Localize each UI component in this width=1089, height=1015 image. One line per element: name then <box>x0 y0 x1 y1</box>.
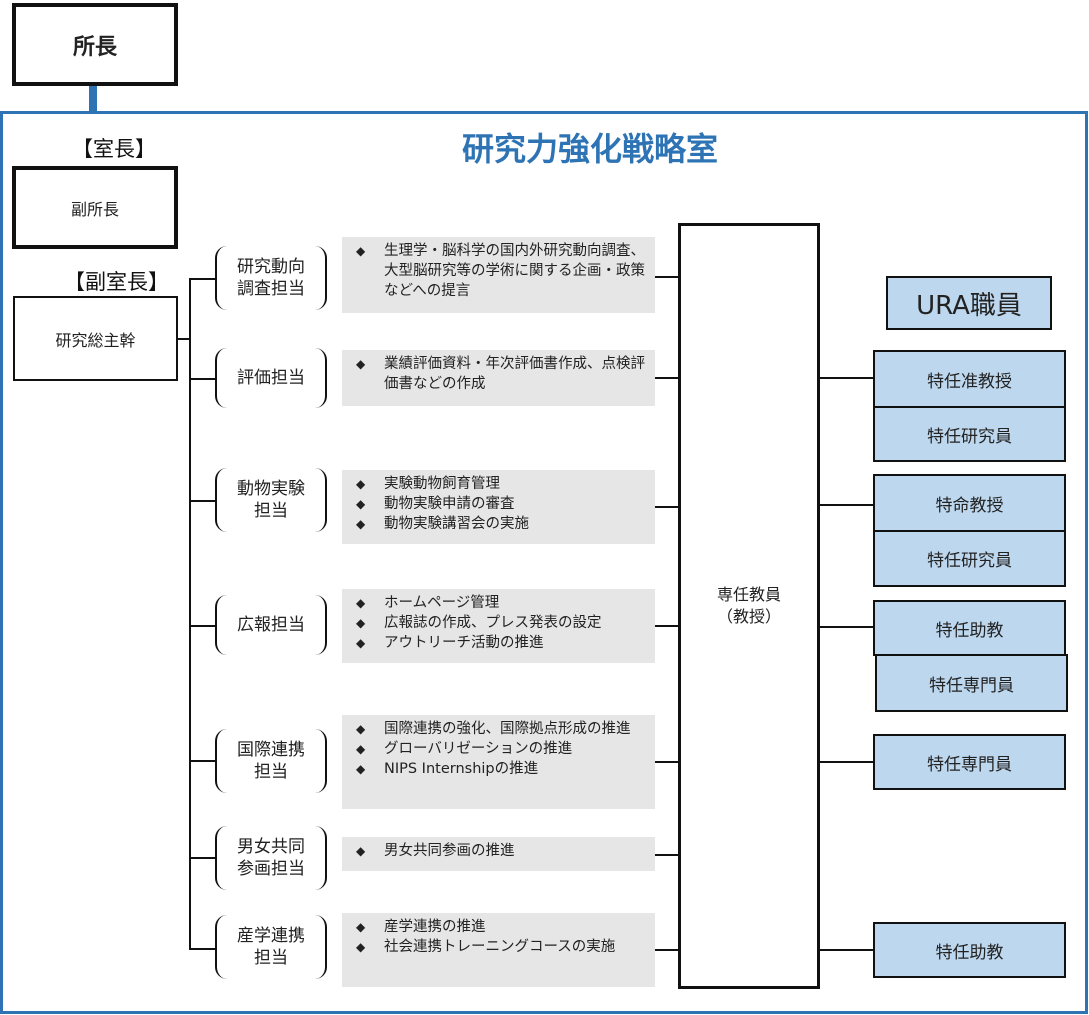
duty-desc-item: ◆実験動物飼育管理 <box>356 476 500 492</box>
staff-box: 特任准教授 <box>873 350 1066 408</box>
staff-connector <box>820 377 874 379</box>
duty-desc-industry: ◆産学連携の推進 ◆社会連携トレーニングコースの実施 <box>342 913 655 987</box>
staff-connector <box>820 949 874 951</box>
diamond-bullet-icon: ◆ <box>356 742 366 756</box>
duty-label-evaluation: 評価担当 <box>215 348 327 408</box>
duty-desc-item: ◆グローバリゼーションの推進 <box>356 741 573 757</box>
staff-box: 特任助教 <box>873 600 1066 656</box>
diamond-bullet-icon: ◆ <box>356 920 366 934</box>
diamond-bullet-icon: ◆ <box>356 497 366 511</box>
duty-desc-item: ◆アウトリーチ活動の推進 <box>356 635 544 651</box>
branch-line <box>189 760 216 762</box>
desc-connector <box>655 506 679 508</box>
staff-box: 特任研究員 <box>873 406 1066 462</box>
duty-desc-evaluation: ◆業績評価資料・年次評価書作成、点検評価書などの作成 <box>342 350 655 406</box>
ura-title-box: URA職員 <box>886 276 1052 330</box>
duty-desc-animal-experiments: ◆実験動物飼育管理 ◆動物実験申請の審査 ◆動物実験講習会の実施 <box>342 470 655 544</box>
deputy-box: 研究総主幹 <box>13 296 178 381</box>
ura-title: URA職員 <box>916 290 1022 321</box>
desc-connector <box>655 276 679 278</box>
duty-desc-item: ◆産学連携の推進 <box>356 919 486 935</box>
duty-desc-item: ◆ホームページ管理 <box>356 595 500 611</box>
deputy-bracket-label: 【副室長】 <box>64 270 169 294</box>
duty-desc-item: ◆社会連携トレーニングコースの実施 <box>356 939 616 955</box>
duty-desc-item: ◆男女共同参画の推進 <box>356 843 515 859</box>
head-box-label: 副所長 <box>70 199 119 219</box>
duty-label-international: 国際連携 担当 <box>215 729 327 793</box>
branch-spine <box>189 278 191 949</box>
duty-desc-item: ◆生理学・脳科学の国内外研究動向調査、 大型脳研究等の学術に関する企画・政策など… <box>356 243 645 299</box>
diamond-bullet-icon: ◆ <box>356 596 366 610</box>
branch-line <box>189 500 216 502</box>
branch-line <box>189 857 216 859</box>
duty-desc-international: ◆国際連携の強化、国際拠点形成の推進 ◆グローバリゼーションの推進 ◆NIPS … <box>342 715 655 809</box>
duty-label-research-trends: 研究動向 調査担当 <box>215 246 327 310</box>
staff-box: 特任研究員 <box>873 530 1066 587</box>
duty-desc-public-relations: ◆ホームページ管理 ◆広報誌の作成、プレス発表の設定 ◆アウトリーチ活動の推進 <box>342 589 655 663</box>
duty-desc-item: ◆業績評価資料・年次評価書作成、点検評価書などの作成 <box>356 356 645 392</box>
duty-desc-research-trends: ◆生理学・脳科学の国内外研究動向調査、 大型脳研究等の学術に関する企画・政策など… <box>342 237 655 313</box>
duty-label-industry: 産学連携 担当 <box>215 915 327 979</box>
faculty-box: 専任教員 （教授） <box>678 223 820 989</box>
head-bracket-label: 【室長】 <box>72 137 156 161</box>
staff-connector <box>820 761 874 763</box>
branch-trunk <box>178 338 190 340</box>
staff-box: 特任専門員 <box>875 654 1068 712</box>
duty-label-public-relations: 広報担当 <box>215 595 327 655</box>
diamond-bullet-icon: ◆ <box>356 357 366 371</box>
duty-label-gender-equality: 男女共同 参画担当 <box>215 826 327 890</box>
office-title: 研究力強化戦略室 <box>461 130 718 168</box>
diamond-bullet-icon: ◆ <box>356 844 366 858</box>
staff-box: 特命教授 <box>873 474 1066 532</box>
duty-desc-item: ◆国際連携の強化、国際拠点形成の推進 <box>356 721 631 737</box>
deputy-box-label: 研究総主幹 <box>55 330 136 350</box>
diamond-bullet-icon: ◆ <box>356 244 366 258</box>
diamond-bullet-icon: ◆ <box>356 762 366 776</box>
staff-connector <box>820 626 874 628</box>
head-box: 副所長 <box>12 166 178 249</box>
desc-connector <box>655 854 679 856</box>
office-frame <box>0 111 1088 1014</box>
duty-desc-gender-equality: ◆男女共同参画の推進 <box>342 837 655 871</box>
duty-desc-item: ◆動物実験申請の審査 <box>356 496 515 512</box>
desc-connector <box>655 377 679 379</box>
duty-label-animal-experiments: 動物実験 担当 <box>215 468 327 532</box>
branch-line <box>189 948 216 950</box>
staff-box: 特任助教 <box>873 922 1066 978</box>
desc-connector <box>655 625 679 627</box>
duty-desc-item: ◆NIPS Internshipの推進 <box>356 761 539 777</box>
branch-line <box>189 625 216 627</box>
diamond-bullet-icon: ◆ <box>356 477 366 491</box>
diamond-bullet-icon: ◆ <box>356 940 366 954</box>
duty-desc-item: ◆広報誌の作成、プレス発表の設定 <box>356 615 602 631</box>
staff-connector <box>820 504 874 506</box>
director-connector <box>89 86 97 112</box>
desc-connector <box>655 761 679 763</box>
diamond-bullet-icon: ◆ <box>356 616 366 630</box>
diamond-bullet-icon: ◆ <box>356 636 366 650</box>
desc-connector <box>655 949 679 951</box>
director-box: 所長 <box>12 3 178 86</box>
branch-line <box>189 378 216 380</box>
diamond-bullet-icon: ◆ <box>356 722 366 736</box>
diamond-bullet-icon: ◆ <box>356 517 366 531</box>
director-label: 所長 <box>72 34 117 60</box>
staff-box: 特任専門員 <box>873 734 1066 790</box>
branch-line <box>189 278 216 280</box>
duty-desc-item: ◆動物実験講習会の実施 <box>356 516 529 532</box>
